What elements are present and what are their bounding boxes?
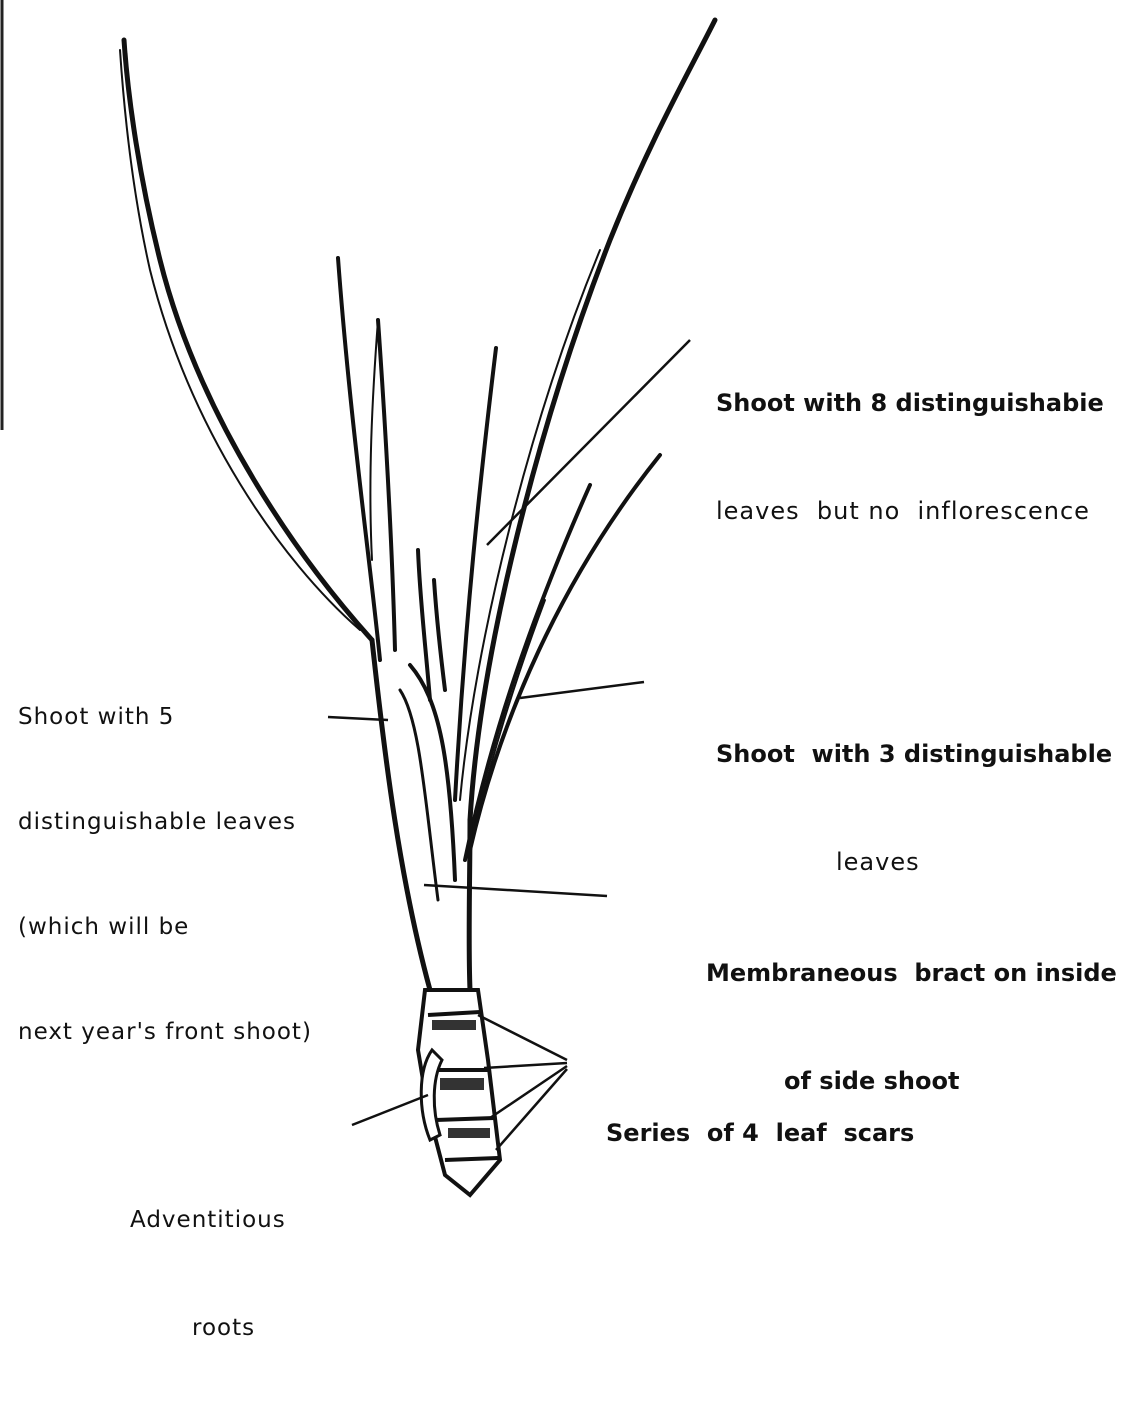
label-shoot5-line1: Shoot with 5	[18, 700, 312, 735]
central-leaf-a	[338, 258, 380, 660]
leader-scar-2	[484, 1063, 567, 1068]
leader-scar-4	[496, 1069, 567, 1150]
label-scars-line1: Series of 4 leaf scars	[606, 1115, 914, 1151]
label-shoot3-line1: Shoot with 3 distinguishable	[716, 736, 1112, 772]
leader-scar-3	[490, 1066, 567, 1118]
leaf-scar-4	[445, 1158, 498, 1160]
label-shoot8-line2: leaves but no inflorescence	[716, 493, 1104, 529]
label-shoot-8-leaves: Shoot with 8 distinguishabie leaves but …	[716, 313, 1104, 601]
right-mid-leaf	[455, 348, 496, 800]
left-long-leaf-edge	[120, 50, 360, 630]
label-adventitious-roots: Adventitious roots	[130, 1130, 286, 1418]
leader-scar-1	[478, 1015, 567, 1060]
label-shoot5-line4: next year's front shoot)	[18, 1015, 312, 1050]
leaf-scar-3	[436, 1118, 494, 1120]
label-shoot8-line1: Shoot with 8 distinguishabie	[716, 385, 1104, 421]
central-leaf-b	[378, 320, 395, 650]
plant-diagram: Shoot with 8 distinguishabie leaves but …	[0, 0, 1139, 1202]
label-roots-line1: Adventitious	[130, 1202, 286, 1238]
left-long-leaf	[124, 40, 372, 640]
label-shoot5-line2: distinguishable leaves	[18, 805, 312, 840]
shade-band-2	[440, 1078, 484, 1090]
label-leaf-scars: Series of 4 leaf scars	[606, 1043, 914, 1223]
leader-bract	[424, 885, 607, 896]
leader-roots	[352, 1095, 428, 1125]
leader-shoot8	[487, 340, 690, 545]
label-bract-line1: Membraneous bract on inside	[706, 955, 1117, 991]
side-leaf-a	[470, 455, 660, 850]
label-roots-line2: roots	[130, 1310, 286, 1346]
shade-band-3	[448, 1128, 490, 1138]
central-leaf-b-edge	[370, 320, 378, 560]
shade-band-1	[432, 1020, 476, 1030]
bract-line	[400, 690, 438, 900]
label-shoot5-line3: (which will be	[18, 910, 312, 945]
label-shoot-5-leaves: Shoot with 5 distinguishable leaves (whi…	[18, 630, 312, 1120]
inner-leaf-b	[434, 580, 445, 690]
leader-shoot3	[520, 682, 644, 698]
stem-right-edge	[469, 820, 470, 990]
label-shoot3-line2: leaves	[716, 844, 1112, 880]
